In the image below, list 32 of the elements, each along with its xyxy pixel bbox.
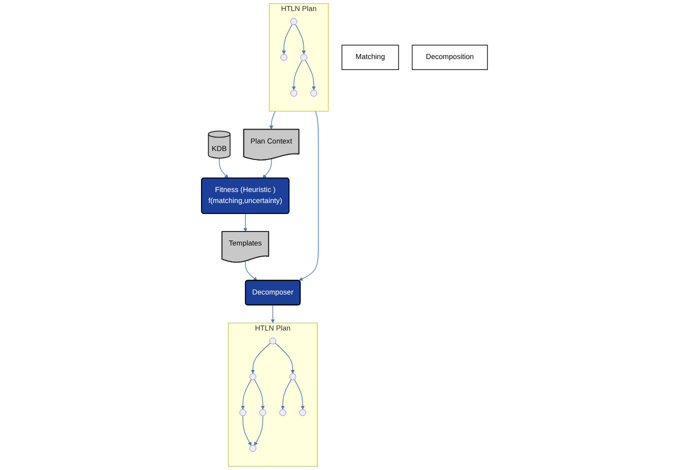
arrow	[305, 60, 316, 90]
node-circle	[269, 338, 276, 344]
arrow	[240, 379, 252, 410]
arrow	[298, 110, 319, 281]
arrow	[274, 342, 295, 374]
arrow	[262, 158, 272, 178]
node-circle	[300, 54, 308, 61]
node-circle	[279, 409, 286, 416]
node-circle	[290, 90, 298, 97]
arrow	[292, 60, 303, 90]
node-circle	[299, 409, 306, 416]
node-circle	[290, 18, 298, 25]
arrow	[280, 379, 292, 410]
arrow	[250, 342, 271, 374]
arrow	[218, 158, 228, 178]
arrow	[294, 379, 305, 410]
arrow	[245, 260, 258, 281]
arrow	[269, 110, 276, 130]
arrow	[254, 379, 265, 410]
node-circle	[249, 373, 256, 380]
arrow	[243, 213, 248, 232]
arrow	[295, 24, 306, 54]
arrow	[282, 24, 293, 54]
node-circle	[249, 445, 256, 452]
node-circle	[310, 90, 318, 97]
node-circle	[239, 409, 246, 416]
node-circle	[280, 54, 288, 61]
node-circle	[289, 373, 296, 380]
node-circle	[259, 409, 266, 416]
arrow	[254, 415, 264, 446]
arrow	[270, 304, 275, 324]
arrow	[242, 415, 252, 446]
